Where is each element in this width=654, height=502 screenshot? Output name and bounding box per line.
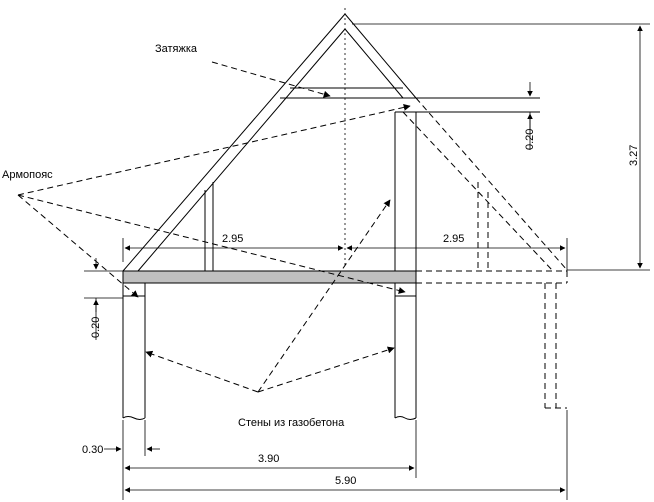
dim-total-span: 5.90 <box>124 410 568 500</box>
leaders-ring-beam <box>17 103 411 298</box>
far-wall-dashed <box>544 283 567 409</box>
leaders-walls <box>145 199 395 393</box>
tie-beam <box>280 87 403 99</box>
dim-upper-gap: 0.20 <box>524 82 536 150</box>
dim-wall-thickness-text: 0.30 <box>82 444 103 456</box>
left-rafter <box>122 13 346 272</box>
dim-slab-thickness-text: 0.20 <box>90 317 102 338</box>
dim-ridge-height: 3.27 <box>352 23 650 271</box>
dim-inner-span-text: 3.90 <box>258 453 279 465</box>
dim-half-span-right-text: 2.95 <box>443 233 464 245</box>
label-ring-beam: Армопояс <box>2 169 53 181</box>
right-attic-post-dashed <box>477 182 489 271</box>
floor-slab <box>122 270 417 284</box>
right-attic-wall <box>394 111 417 271</box>
dim-inner-span: 3.90 <box>124 420 417 478</box>
label-walls: Стены из газобетона <box>238 417 345 429</box>
dim-wall-thickness: 0.30 <box>82 420 160 500</box>
leader-tie-beam <box>211 61 331 98</box>
dim-half-span-left-text: 2.95 <box>222 233 243 245</box>
right-rafter-dashed <box>402 97 568 271</box>
dim-half-span-right: 2.95 <box>346 233 568 272</box>
left-attic-post <box>204 182 214 271</box>
left-wall <box>122 283 146 420</box>
dim-upper-gap-text: 0.20 <box>524 129 536 150</box>
right-rafter <box>344 13 417 99</box>
floor-slab-dashed <box>416 270 568 284</box>
dim-total-span-text: 5.90 <box>335 475 356 487</box>
label-tie-beam: Затяжка <box>155 43 198 55</box>
right-wall <box>394 283 417 420</box>
dim-ridge-height-text: 3.27 <box>628 145 640 166</box>
dim-slab-thickness: 0.20 <box>84 258 123 340</box>
dim-half-span-left: 2.95 <box>122 233 344 262</box>
